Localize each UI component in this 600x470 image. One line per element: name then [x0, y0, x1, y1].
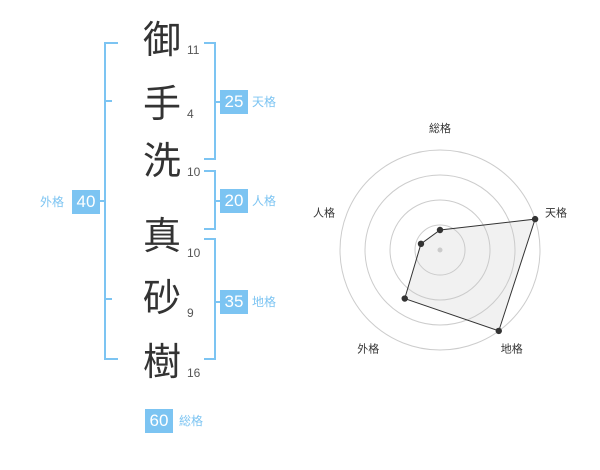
- name-char-4: 真: [142, 214, 181, 258]
- tenkaku-value: 25: [220, 90, 248, 114]
- radar-point-1: [436, 226, 444, 234]
- name-char-1: 御: [142, 18, 181, 62]
- stroke-count-2: 4: [187, 107, 194, 121]
- radar-point-5: [417, 240, 425, 248]
- radar-ring: [414, 224, 466, 276]
- radar-point-4: [401, 295, 408, 302]
- radar-ring: [389, 199, 491, 301]
- radar-ring: [364, 174, 516, 326]
- gaikaku-value: 40: [72, 190, 100, 214]
- name-char-3: 洗: [142, 139, 181, 183]
- chikaku-label: 地格: [252, 295, 277, 309]
- radar-axis-label-3: 地格: [501, 342, 523, 356]
- radar-ring: [339, 149, 541, 351]
- stroke-count-4: 10: [187, 246, 201, 260]
- radar-axis-label-1: 総格: [429, 121, 451, 135]
- stroke-count-6: 16: [187, 366, 201, 380]
- radar-point-2: [531, 215, 539, 223]
- stroke-count-3: 10: [187, 165, 201, 179]
- name-char-6: 樹: [142, 340, 181, 384]
- jinkaku-value: 20: [220, 189, 248, 213]
- stroke-count-1: 11: [187, 43, 200, 57]
- radar-axis-label-5: 人格: [313, 205, 335, 219]
- radar-axis-label-2: 天格: [545, 205, 567, 219]
- soukaku-label: 総格: [179, 414, 204, 428]
- gaikaku-label: 外格: [40, 195, 65, 209]
- radar-center: [437, 247, 443, 253]
- soukaku-value: 60: [145, 409, 173, 433]
- radar-axis-label-4: 外格: [357, 342, 379, 356]
- chikaku-value: 35: [220, 290, 248, 314]
- tenkaku-label: 天格: [252, 95, 277, 109]
- jinkaku-label: 人格: [252, 194, 277, 208]
- stroke-count-5: 9: [187, 306, 194, 320]
- name-char-5: 砂: [142, 276, 181, 320]
- name-char-2: 手: [142, 82, 181, 126]
- radar-series-area: [404, 218, 536, 332]
- radar-point-3: [495, 327, 502, 335]
